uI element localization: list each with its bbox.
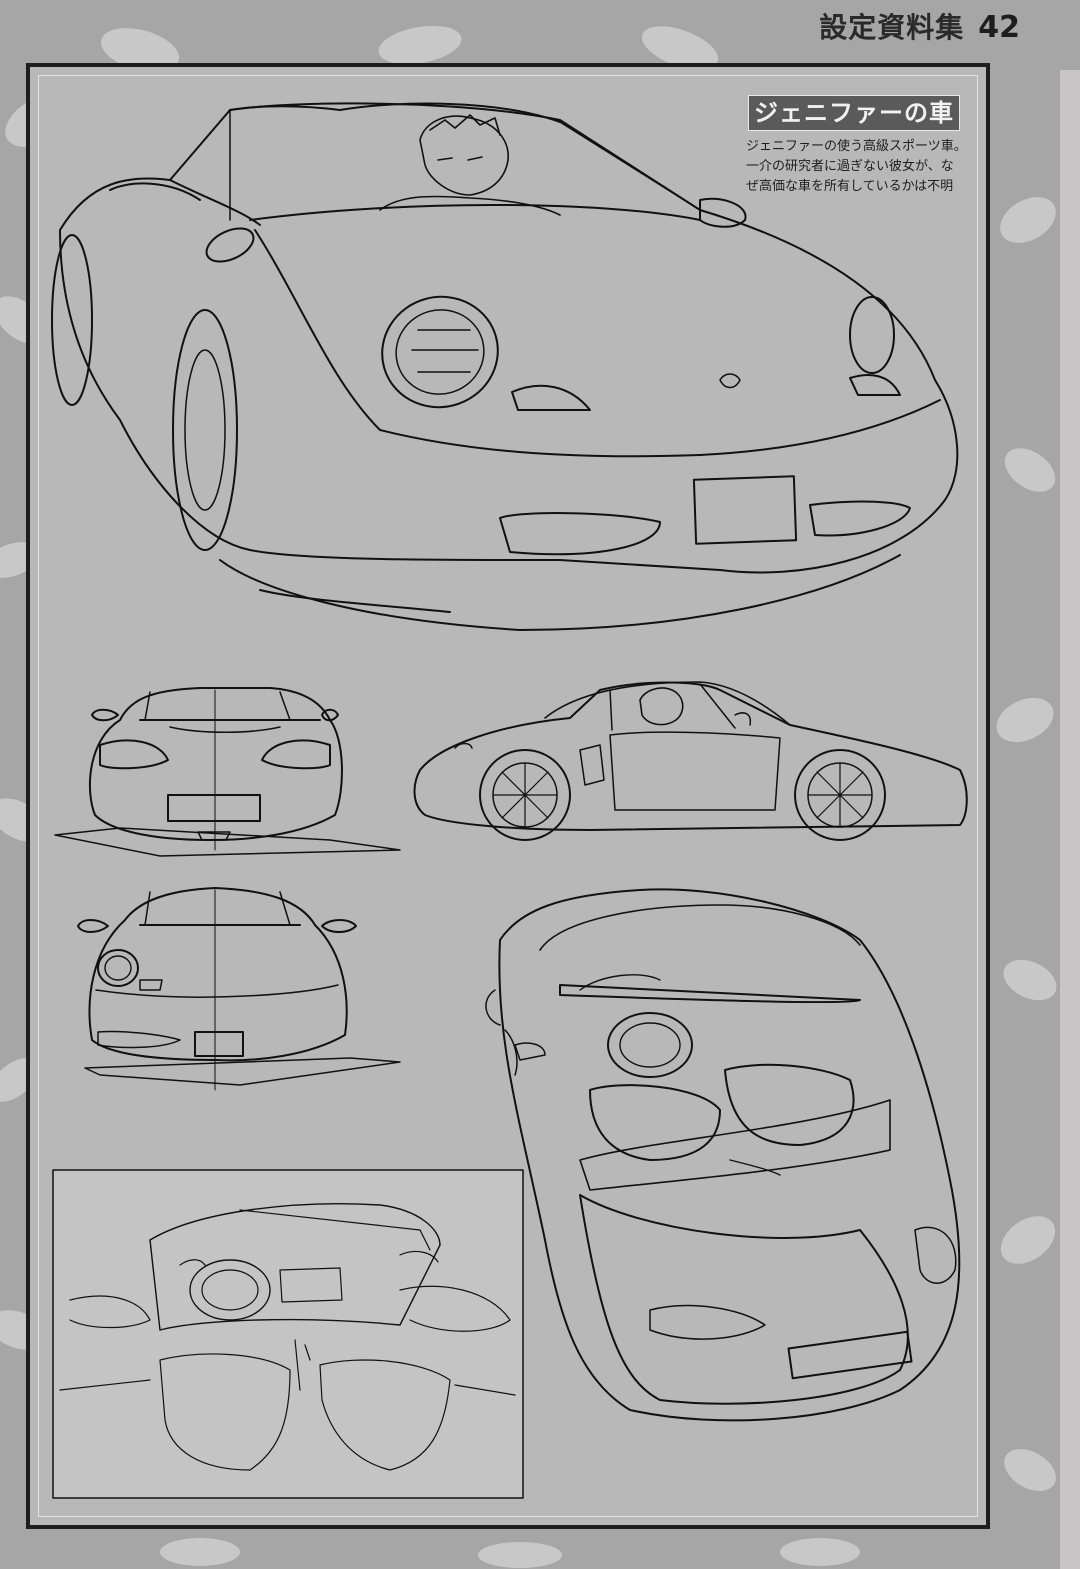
book-page-edge (1060, 70, 1080, 1569)
front-view (77, 887, 401, 1091)
side-driver-figure (639, 687, 684, 726)
page-number: 42 (978, 10, 1020, 45)
driver-figure (379, 114, 561, 216)
caption-line: ジェニファーの使う高級スポーツ車。 (746, 139, 967, 154)
section-title: 設定資料集 (819, 11, 965, 44)
caption-body: ジェニファーの使う高級スポーツ車。 一介の研究者に過ぎない彼女が、な ぜ高価な車… (746, 137, 968, 197)
cockpit-interior-sketch (52, 1169, 524, 1499)
front-three-quarter-view (51, 102, 959, 631)
caption-title: ジェニファーの車 (748, 95, 960, 131)
caption-line: ぜ高価な車を所有しているかは不明 (746, 179, 954, 194)
overhead-interior-view (485, 888, 961, 1422)
frame-inner-border (38, 75, 978, 1517)
side-view (413, 681, 968, 841)
rear-view (54, 687, 401, 857)
page-header: 設定資料集 42 (819, 6, 1020, 46)
caption-line: 一介の研究者に過ぎない彼女が、な (746, 159, 954, 174)
